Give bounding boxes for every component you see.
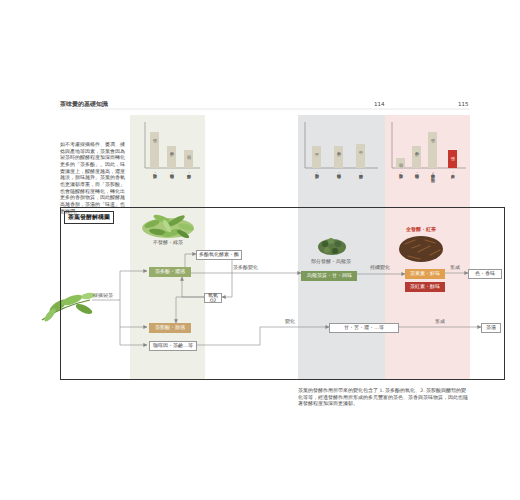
process-box: 茶胺酸・甜感	[149, 323, 191, 333]
text-label: 全發酵・紅茶	[398, 227, 444, 234]
chart-bar	[412, 146, 421, 168]
text-label: 114	[374, 101, 385, 109]
chart-bar	[396, 158, 405, 168]
process-box: 茶湯	[481, 323, 501, 333]
process-box: 色・香味	[468, 269, 502, 279]
flow-arrow	[445, 273, 468, 274]
green-tea-band	[130, 115, 205, 380]
leader-line	[120, 327, 147, 328]
process-box: 甘・苦・澀・…等	[329, 323, 399, 333]
process-box: 咖啡因・茶鹼…等	[149, 341, 197, 351]
chart-axis	[392, 122, 466, 168]
oolong-band	[298, 115, 385, 380]
flow-arrow	[185, 254, 196, 267]
diagram-frame: 茶葉發酵解構圖多酚氧化酵素・酶茶多酚・澀感氧氣 O2 茶胺酸・甜感咖啡因・茶鹼…等…	[60, 207, 505, 380]
oolong-image	[332, 248, 338, 254]
chart-bar	[150, 132, 159, 168]
flow-arrow	[191, 273, 301, 274]
black-tea-image	[405, 240, 440, 259]
black-tea-image	[399, 236, 443, 262]
flow-arrow	[357, 274, 405, 275]
leaf	[81, 292, 96, 300]
box-label: 烏龍茶質・甘・回味	[307, 273, 352, 278]
edge-label: 持續變化	[370, 266, 390, 271]
process-box: 氧氣 O2	[204, 293, 222, 303]
chart-bar	[448, 150, 457, 168]
box-label: 氧氣 O2	[205, 293, 221, 303]
chart-bar	[312, 146, 321, 168]
process-box: 茶黃素・鮮味	[405, 269, 445, 279]
edge-label: 變化	[285, 320, 295, 325]
leader-line	[92, 271, 120, 345]
oolong-image	[335, 241, 341, 247]
text-label: 不發酵・綠茶	[140, 240, 196, 247]
oolong-image	[318, 239, 346, 255]
text-label: 部分發酵・烏龍茶	[300, 259, 362, 266]
chart-axis	[305, 122, 378, 168]
process-box: 茶紅素・醇味	[405, 282, 445, 292]
flow-arrow	[399, 327, 481, 328]
box-label: 咖啡因・茶鹼…等	[153, 343, 193, 348]
text-label: 茶葉的發酵作用所帶來的變化包含了 1. 茶多酚的氧化、2. 茶胺酸與醣類的變化等…	[298, 388, 470, 408]
header-rule	[60, 109, 470, 110]
box-label: 多酚氧化酵素・酶	[199, 252, 239, 257]
oolong-image	[324, 247, 330, 253]
box-label: 茶湯	[486, 325, 496, 330]
black-tea-band	[385, 115, 470, 380]
chart-bar	[167, 146, 176, 168]
chart-bar	[428, 132, 437, 168]
green-tea-image	[176, 228, 191, 239]
box-label: 茶胺酸・甜感	[155, 325, 185, 330]
oolong-image	[340, 247, 345, 252]
text-label: 如不考慮採摘條件、萎凋、揉捻與產地等因素，茶葉會因為製茶時的醱酵程度加深而轉化更…	[60, 142, 128, 215]
box-label: 茶紅素・醇味	[410, 284, 440, 289]
box-label: 茶黃素・鮮味	[410, 271, 440, 276]
leaf	[74, 302, 93, 316]
text-label: 115	[458, 101, 469, 109]
flow-arrow	[197, 327, 329, 345]
chart-label: 甜・茶胺酸＆醣類	[430, 170, 434, 174]
flow-arrow	[182, 277, 204, 297]
flow-arrow	[222, 260, 232, 297]
chart-bar	[334, 146, 343, 168]
text-label: 茶味覺的基礎知識	[60, 101, 108, 109]
edge-label: 茶多酚變化	[233, 266, 258, 271]
box-label: 甘・苦・澀・…等	[344, 325, 384, 330]
green-tea-image	[161, 219, 172, 234]
edge-label: 形成	[435, 320, 445, 325]
diagram-title: 茶葉發酵解構圖	[64, 211, 114, 224]
leader-line	[120, 271, 147, 272]
oolong-image	[322, 241, 328, 247]
edge-label: 形成	[450, 266, 460, 271]
box-label: 茶多酚・澀感	[155, 269, 185, 274]
chart-bar	[184, 150, 193, 168]
process-box: 烏龍茶質・甘・回味	[301, 271, 357, 281]
process-box: 多酚氧化酵素・酶	[196, 250, 242, 260]
leader-line	[120, 345, 147, 346]
leaf	[43, 307, 58, 323]
text-label: 採摘製茶	[93, 293, 113, 300]
chart-bar	[356, 144, 365, 168]
box-label: 色・香味	[475, 271, 495, 276]
flow-arrow	[176, 297, 204, 323]
chart-axis	[145, 122, 200, 168]
process-box: 茶多酚・澀感	[149, 267, 191, 277]
oolong-image	[328, 238, 334, 244]
